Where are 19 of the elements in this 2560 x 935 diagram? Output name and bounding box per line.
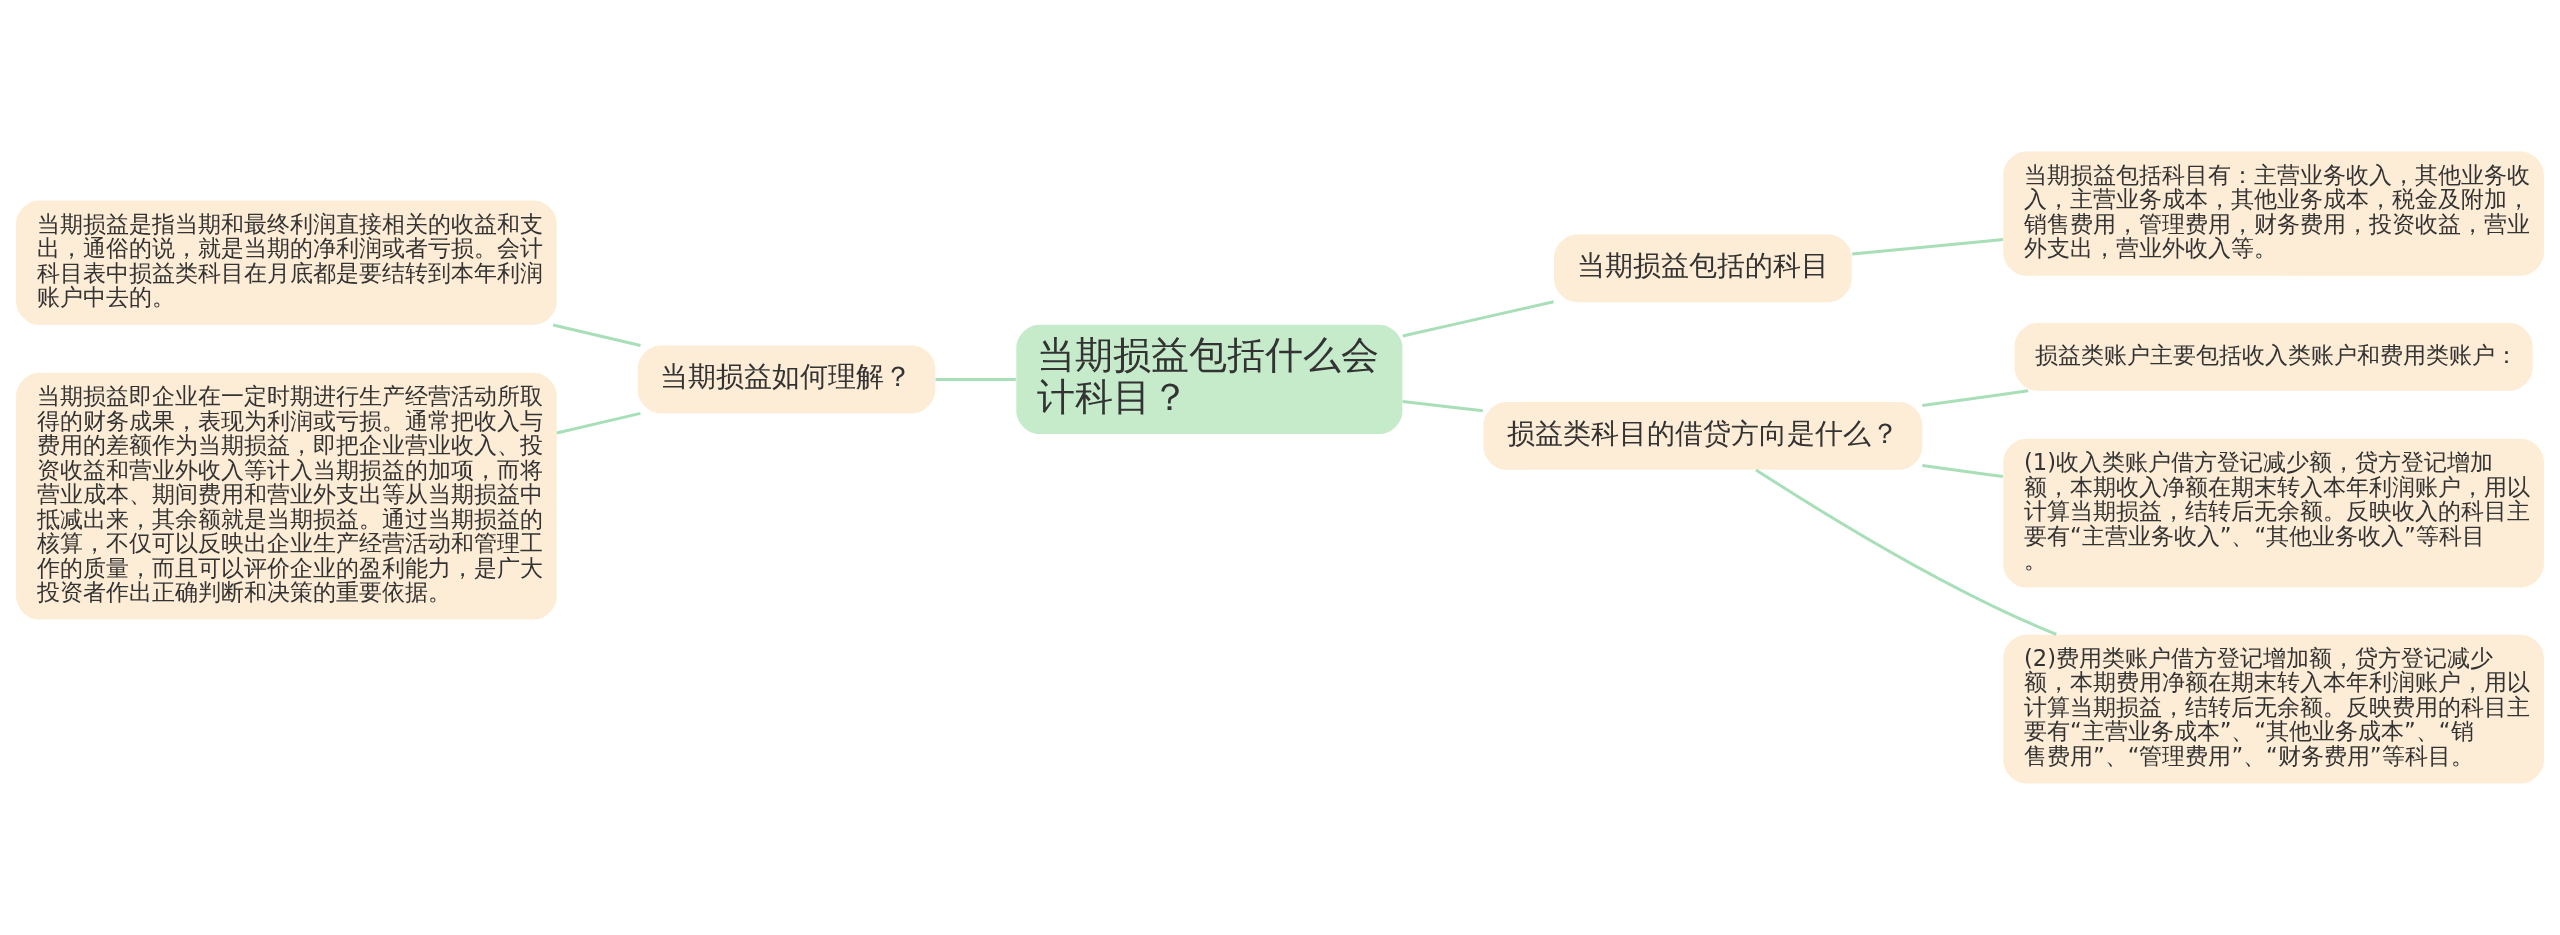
connector — [1755, 468, 2057, 636]
node-box: 当期损益如何理解？ — [637, 345, 936, 414]
node-box: 当期损益包括什么会计科目？ — [1016, 324, 1403, 435]
node-box: 当期损益是指当期和最终利润直接相关的收益和支出，通俗的说，就是当期的净利润或者亏损。会计科目表中损益类科目在月底都是要结转到本年利润账户中去的。 — [16, 200, 557, 325]
connector — [1402, 300, 1554, 338]
node-box: 当期损益即企业在一定时期进行生产经营活动所取得的财务成果，表现为利润或亏损。通常把收入与费用的差额作为当期损益，即把企业营业收入、投资收益和营业外收入等计入当期损益的加项，而将营业成本、期间费用和营业外支出等从当期损益中抵减出来，其余额就是当期损益。通过当期损益的核算，不仅可以反映出企业生产经营活动和管理工作的质量，而且可以评价企业的盈利能力，是广大投资者作出正确判断和决策的重要依据。 — [16, 372, 557, 620]
connector — [1402, 400, 1484, 413]
connector — [1852, 238, 2004, 256]
connector — [1922, 389, 2029, 408]
connector — [1922, 464, 2004, 479]
connector — [556, 411, 641, 435]
node-box: (1)收入类账户借方登记减少额，贷方登记增加额，本期收入净额在期末转入本年利润账户，用以计算当期损益，结转后无余额。反映收入的科目主要有“主营业务收入”、“其他业务收入”等科目。 — [2003, 438, 2544, 588]
connector — [935, 377, 1016, 381]
node-box: 损益类账户主要包括收入类账户和费用类账户： — [2014, 322, 2533, 391]
node-box: 损益类科目的借贷方向是什么？ — [1483, 402, 1923, 470]
connector — [552, 323, 641, 347]
node-box: (2)费用类账户借方登记增加额，贷方登记减少额，本期费用净额在期末转入本年利润账户，用以计算当期损益，结转后无余额。反映费用的科目主要有“主营业务成本”、“其他业务成本”、“销售费用”、“管理费用”、“财务费用”等科目。 — [2003, 634, 2544, 784]
node-box: 当期损益包括的科目 — [1554, 234, 1852, 303]
node-box: 当期损益包括科目有：主营业务收入，其他业务收入，主营业务成本，其他业务成本，税金及附加，销售费用，管理费用，财务费用，投资收益，营业外支出，营业外收入等。 — [2003, 151, 2544, 276]
